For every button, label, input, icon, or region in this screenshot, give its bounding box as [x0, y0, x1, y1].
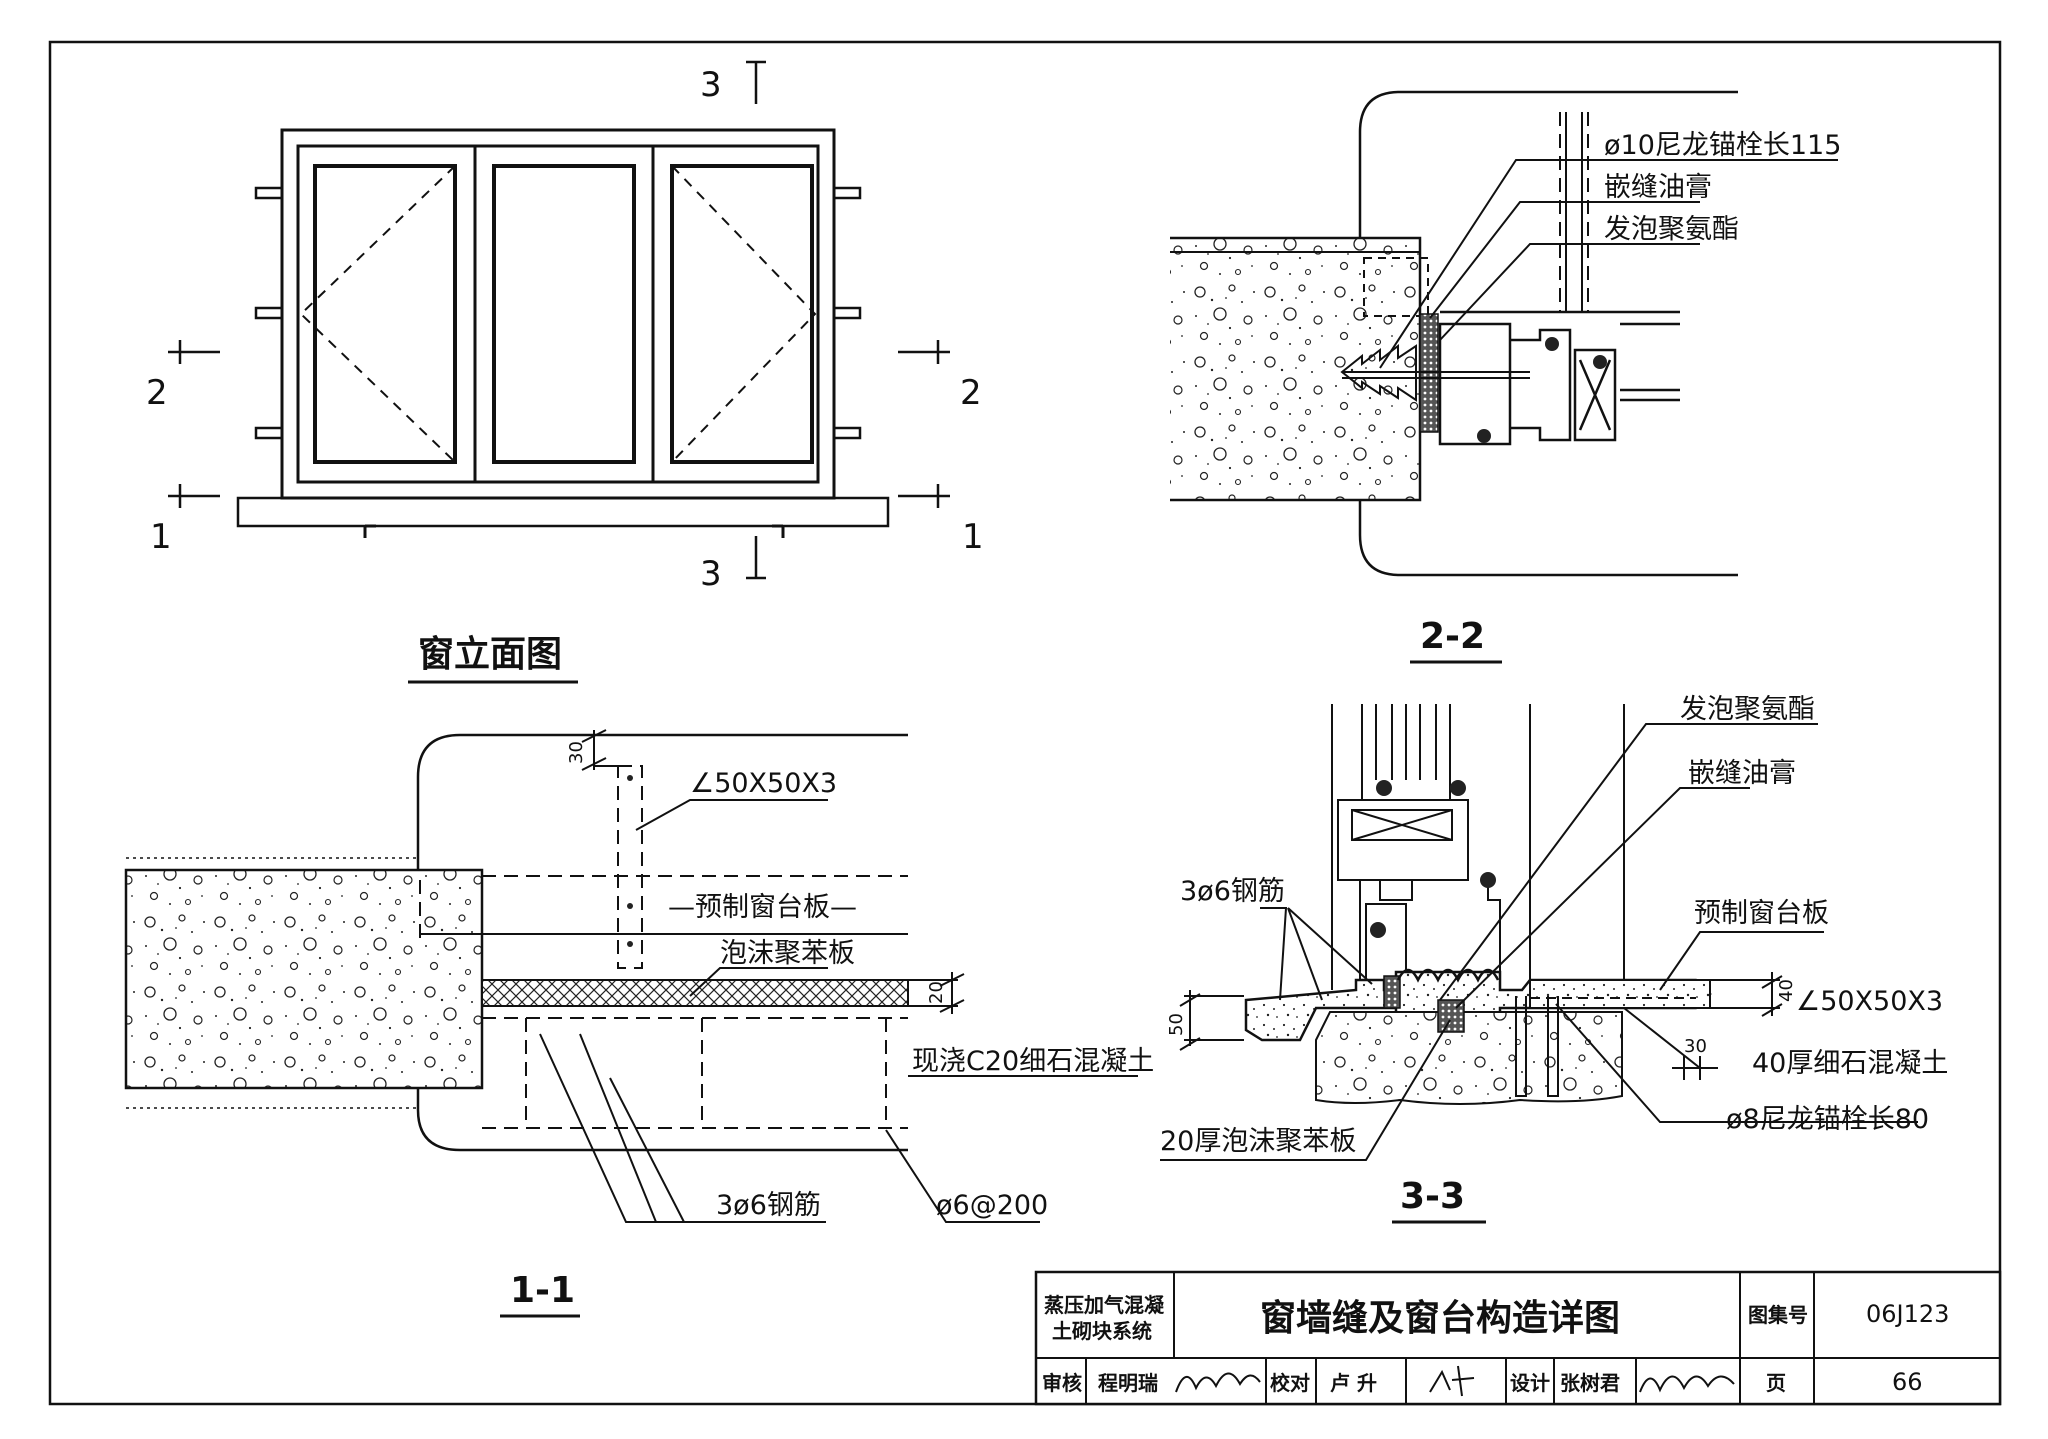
- sash-left: [313, 164, 457, 464]
- signature-designer: [1639, 1375, 1735, 1393]
- section-mark-2-left: 2: [146, 373, 168, 413]
- label-precast-sill-1-1: —预制窗台板—: [668, 892, 857, 923]
- section-mark-1-left: 1: [150, 517, 172, 557]
- label-eps-3-3: 20厚泡沫聚苯板: [1160, 1126, 1356, 1157]
- section-mark-3-bottom: 3: [700, 554, 722, 594]
- label-foam-3-3: 发泡聚氨酯: [1680, 694, 1815, 725]
- pvc-frame-profile: [1438, 310, 1680, 446]
- angle-steel-1-1: [617, 765, 643, 969]
- label-sealant-2-2: 嵌缝油膏: [1604, 172, 1712, 203]
- section-mark-2-right: 2: [960, 373, 982, 413]
- eps-board-1-1: [481, 979, 909, 1007]
- leaders-3-3: [1160, 723, 1918, 1161]
- window-sill: [236, 496, 890, 528]
- label-rebar-1-1: 3ø6钢筋: [716, 1190, 821, 1221]
- tb-designer: 张树君: [1560, 1371, 1620, 1395]
- section-3-3: 50 40 30 发泡聚氨酯 嵌缝油膏 3ø6钢筋 预制窗台板 ∠50X50X3…: [1160, 694, 1948, 1224]
- section-3-3-title: 3-3: [1400, 1176, 1465, 1217]
- dims-3-3: [1179, 972, 1783, 1080]
- anchor-tabs: [254, 186, 862, 440]
- tb-drawing-title: 窗墙缝及窗台构造详图: [1260, 1298, 1620, 1339]
- section-mark-1-right: 1: [962, 517, 984, 557]
- seal-dots-3-3: [1370, 780, 1496, 938]
- aac-block: [1170, 236, 1422, 502]
- tb-page-label: 页: [1766, 1371, 1786, 1395]
- signature-checker: [1429, 1365, 1475, 1397]
- section-2-2-title: 2-2: [1420, 616, 1485, 657]
- label-angle-3-3: ∠50X50X3: [1796, 986, 1943, 1017]
- foam-wave-3-3: [1396, 968, 1500, 983]
- label-anchor-2-2: ø10尼龙锚栓长115: [1604, 130, 1841, 161]
- section-2-2: ø10尼龙锚栓长115 嵌缝油膏 发泡聚氨酯 2-2: [1170, 90, 1841, 664]
- anchor-bolt-2-2: [1340, 343, 1530, 402]
- vertical-frame-3-3: [1331, 704, 1625, 990]
- dims-1-1: [581, 729, 965, 1014]
- label-sealant-3-3: 嵌缝油膏: [1688, 758, 1796, 789]
- tb-atlas-label: 图集号: [1748, 1303, 1808, 1327]
- opening-indicator-right: [671, 165, 817, 463]
- fine-concrete-3-3: [1315, 1011, 1623, 1105]
- window-elevation: 3 3 2 2 1 1 窗立面图: [146, 60, 984, 684]
- dim-1-1-board: 20: [926, 981, 947, 1004]
- label-foam-2-2: 发泡聚氨酯: [1604, 214, 1739, 245]
- label-anchor-3-3: ø8尼龙锚栓长80: [1726, 1104, 1929, 1135]
- anchor-bolts-3-3: [1515, 996, 1696, 1097]
- tb-design-label: 设计: [1510, 1371, 1550, 1395]
- tb-atlas-no: 06J123: [1866, 1300, 1949, 1328]
- label-stirrup-1-1: ø6@200: [936, 1190, 1048, 1221]
- title-block: 蒸压加气混凝 土砌块系统 窗墙缝及窗台构造详图 图集号 06J123 审核 程明…: [1034, 1270, 2002, 1406]
- outer-frame: [280, 128, 836, 500]
- sash-middle: [492, 164, 636, 464]
- section-1-1: 30 20 ∠50X50X3 —预制窗台板— 泡沫聚苯板 现浇C20细石混凝土 …: [124, 729, 1154, 1318]
- sash-right: [670, 164, 814, 464]
- opening-indicator-left: [299, 165, 456, 463]
- bolts-1-1: [627, 775, 633, 947]
- label-angle-1-1: ∠50X50X3: [690, 768, 837, 799]
- dim-3-3-right: 40: [1776, 979, 1797, 1002]
- dim-3-3-bottom: 30: [1684, 1036, 1707, 1057]
- tb-system-line2: 土砌块系统: [1052, 1319, 1152, 1343]
- label-concrete-1-1: 现浇C20细石混凝土: [912, 1046, 1154, 1077]
- tb-check-label: 校对: [1270, 1371, 1310, 1395]
- elevation-title: 窗立面图: [418, 634, 562, 675]
- inner-frame: [296, 144, 820, 484]
- leaders-2-2: [1379, 159, 1838, 369]
- vertical-glazing-2-2: [1559, 112, 1589, 312]
- window-frame-edge: [1363, 257, 1429, 317]
- foam-block-3-3: [1383, 975, 1401, 1009]
- dim-1-1-top: 30: [566, 741, 587, 764]
- label-fine-concrete-3-3: 40厚细石混凝土: [1752, 1048, 1948, 1079]
- section-mark-3-top: 3: [700, 65, 722, 105]
- leaders-1-1: [420, 799, 1138, 1223]
- tb-review-label: 审核: [1042, 1371, 1082, 1395]
- signature-reviewer: [1175, 1372, 1261, 1393]
- section-1-1-title: 1-1: [510, 1270, 575, 1311]
- precast-sill-3-3: [1529, 979, 1711, 1009]
- tb-checker: 卢 升: [1330, 1371, 1377, 1395]
- label-eps-1-1: 泡沫聚苯板: [720, 938, 855, 969]
- label-precast-sill-3-3: 预制窗台板: [1694, 898, 1829, 929]
- tb-reviewer: 程明瑞: [1098, 1371, 1158, 1395]
- section-cut-marks: [168, 60, 950, 580]
- concrete-lines-1-1: [419, 875, 908, 1129]
- label-rebar-3-3: 3ø6钢筋: [1180, 876, 1285, 907]
- dim-3-3-left: 50: [1166, 1013, 1187, 1036]
- rounded-outline-1-1: [416, 733, 908, 1152]
- aac-wall-1-1: [124, 868, 484, 1090]
- tb-page-no: 66: [1892, 1368, 1923, 1396]
- seal-dots-2-2: [1477, 337, 1607, 443]
- tb-system-line1: 蒸压加气混凝: [1044, 1293, 1165, 1317]
- sheet-border: [48, 40, 2002, 1406]
